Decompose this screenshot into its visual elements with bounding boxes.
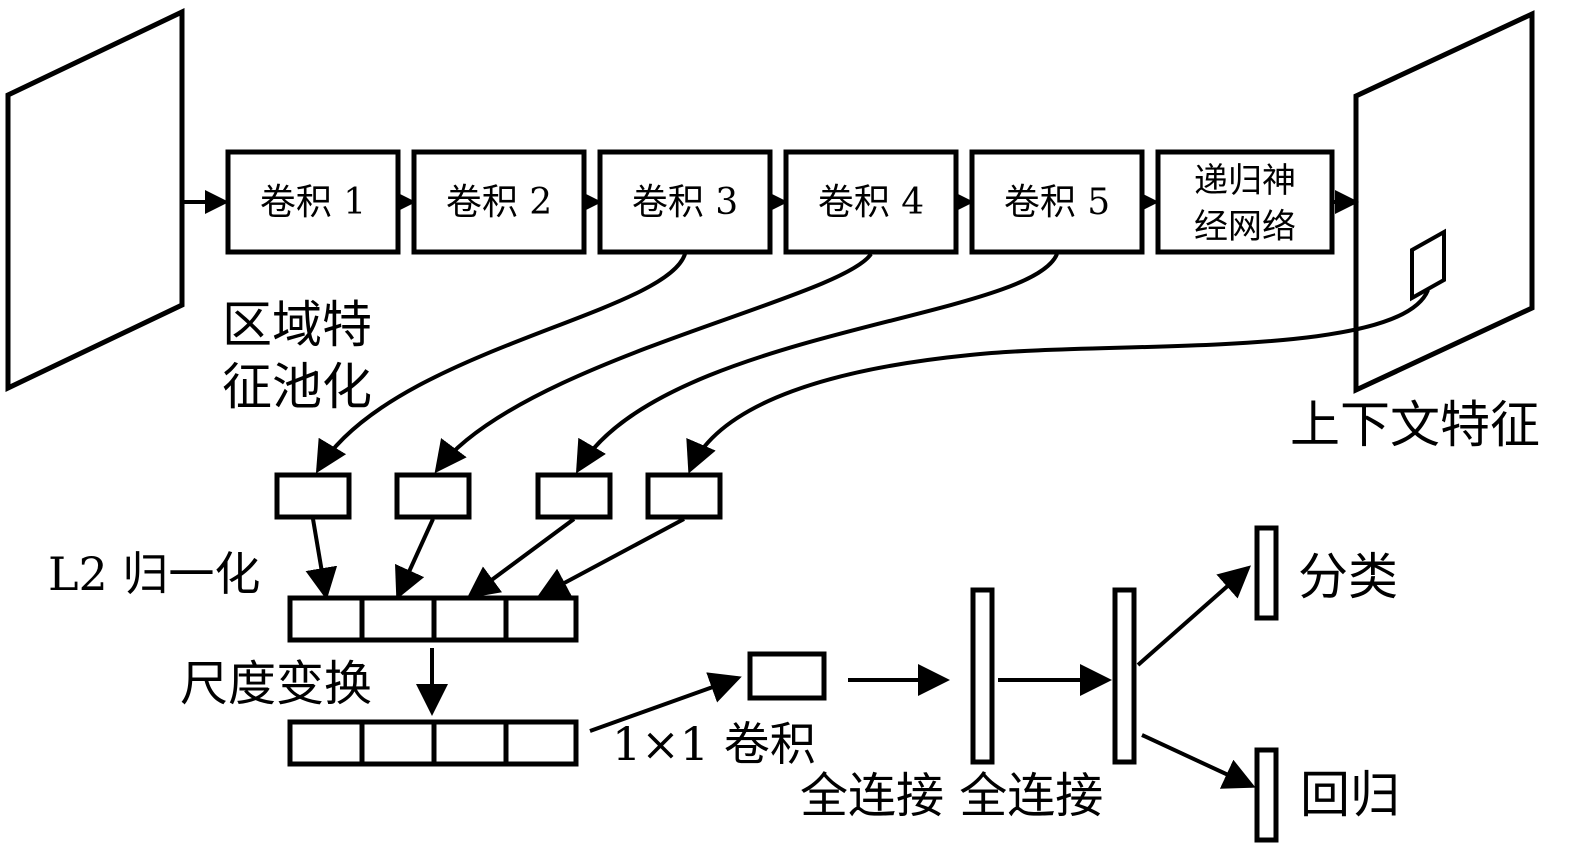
arrow-pool2-concat xyxy=(395,518,435,600)
pool-arrow-conv4 xyxy=(434,252,873,474)
regress-output xyxy=(1254,747,1279,843)
rnn-label-line1: 递归神 xyxy=(1194,161,1296,201)
context-feature-label: 上下文特征 xyxy=(1290,396,1540,454)
arrow-pool4-concat xyxy=(536,517,685,598)
arrow-to-regress xyxy=(1141,733,1256,789)
conv1x1-output xyxy=(747,651,827,701)
rnn-label-line2: 经网络 xyxy=(1194,207,1296,247)
conv-stage-1: 卷积 1 xyxy=(225,149,401,255)
pooled-feature-3 xyxy=(535,472,613,520)
rnn-block: 递归神 经网络 xyxy=(1155,149,1335,255)
pool-arrow-context xyxy=(686,289,1430,474)
arrow-pool3-concat xyxy=(466,517,576,599)
conv-stage-2: 卷积 2 xyxy=(411,149,587,255)
pooled-feature-1 xyxy=(274,472,352,520)
conv-stage-5-label: 卷积 5 xyxy=(1004,182,1110,223)
fc-layer-2 xyxy=(1112,587,1137,765)
conv-stage-2-label: 卷积 2 xyxy=(446,182,552,223)
scale-label: 尺度变换 xyxy=(180,656,372,712)
conv-stage-3: 卷积 3 xyxy=(597,149,773,255)
classify-label: 分类 xyxy=(1298,548,1398,606)
conv-stage-5: 卷积 5 xyxy=(969,149,1145,255)
pool-arrow-conv5 xyxy=(575,253,1059,474)
concat-vector xyxy=(287,595,579,643)
regress-label: 回归 xyxy=(1300,766,1400,824)
context-feature-map xyxy=(1353,10,1535,394)
input-image xyxy=(5,8,185,392)
pooled-feature-4 xyxy=(645,472,723,520)
classify-output xyxy=(1254,525,1279,621)
context-region xyxy=(1410,228,1446,302)
conv-stage-4-label: 卷积 4 xyxy=(818,182,924,223)
conv-stage-4: 卷积 4 xyxy=(783,149,959,255)
fc-layer-1 xyxy=(970,587,995,765)
arrow-to-classify xyxy=(1136,565,1252,667)
pooling-label-line2: 征池化 xyxy=(222,358,372,416)
conv-stage-3-label: 卷积 3 xyxy=(632,182,738,223)
conv-stage-1-label: 卷积 1 xyxy=(260,182,366,223)
pooled-feature-2 xyxy=(394,472,472,520)
fc-label: 全连接 全连接 xyxy=(800,768,1103,824)
pool-arrow-conv3 xyxy=(315,253,687,474)
arrow-to-conv1x1 xyxy=(589,672,742,733)
pooling-label-line1: 区域特 xyxy=(222,296,372,354)
l2-norm-label: L2 归一化 xyxy=(48,547,260,601)
scaled-vector xyxy=(287,719,579,767)
conv1x1-label: 1×1 卷积 xyxy=(612,717,816,771)
arrow-pool1-concat xyxy=(305,518,338,600)
